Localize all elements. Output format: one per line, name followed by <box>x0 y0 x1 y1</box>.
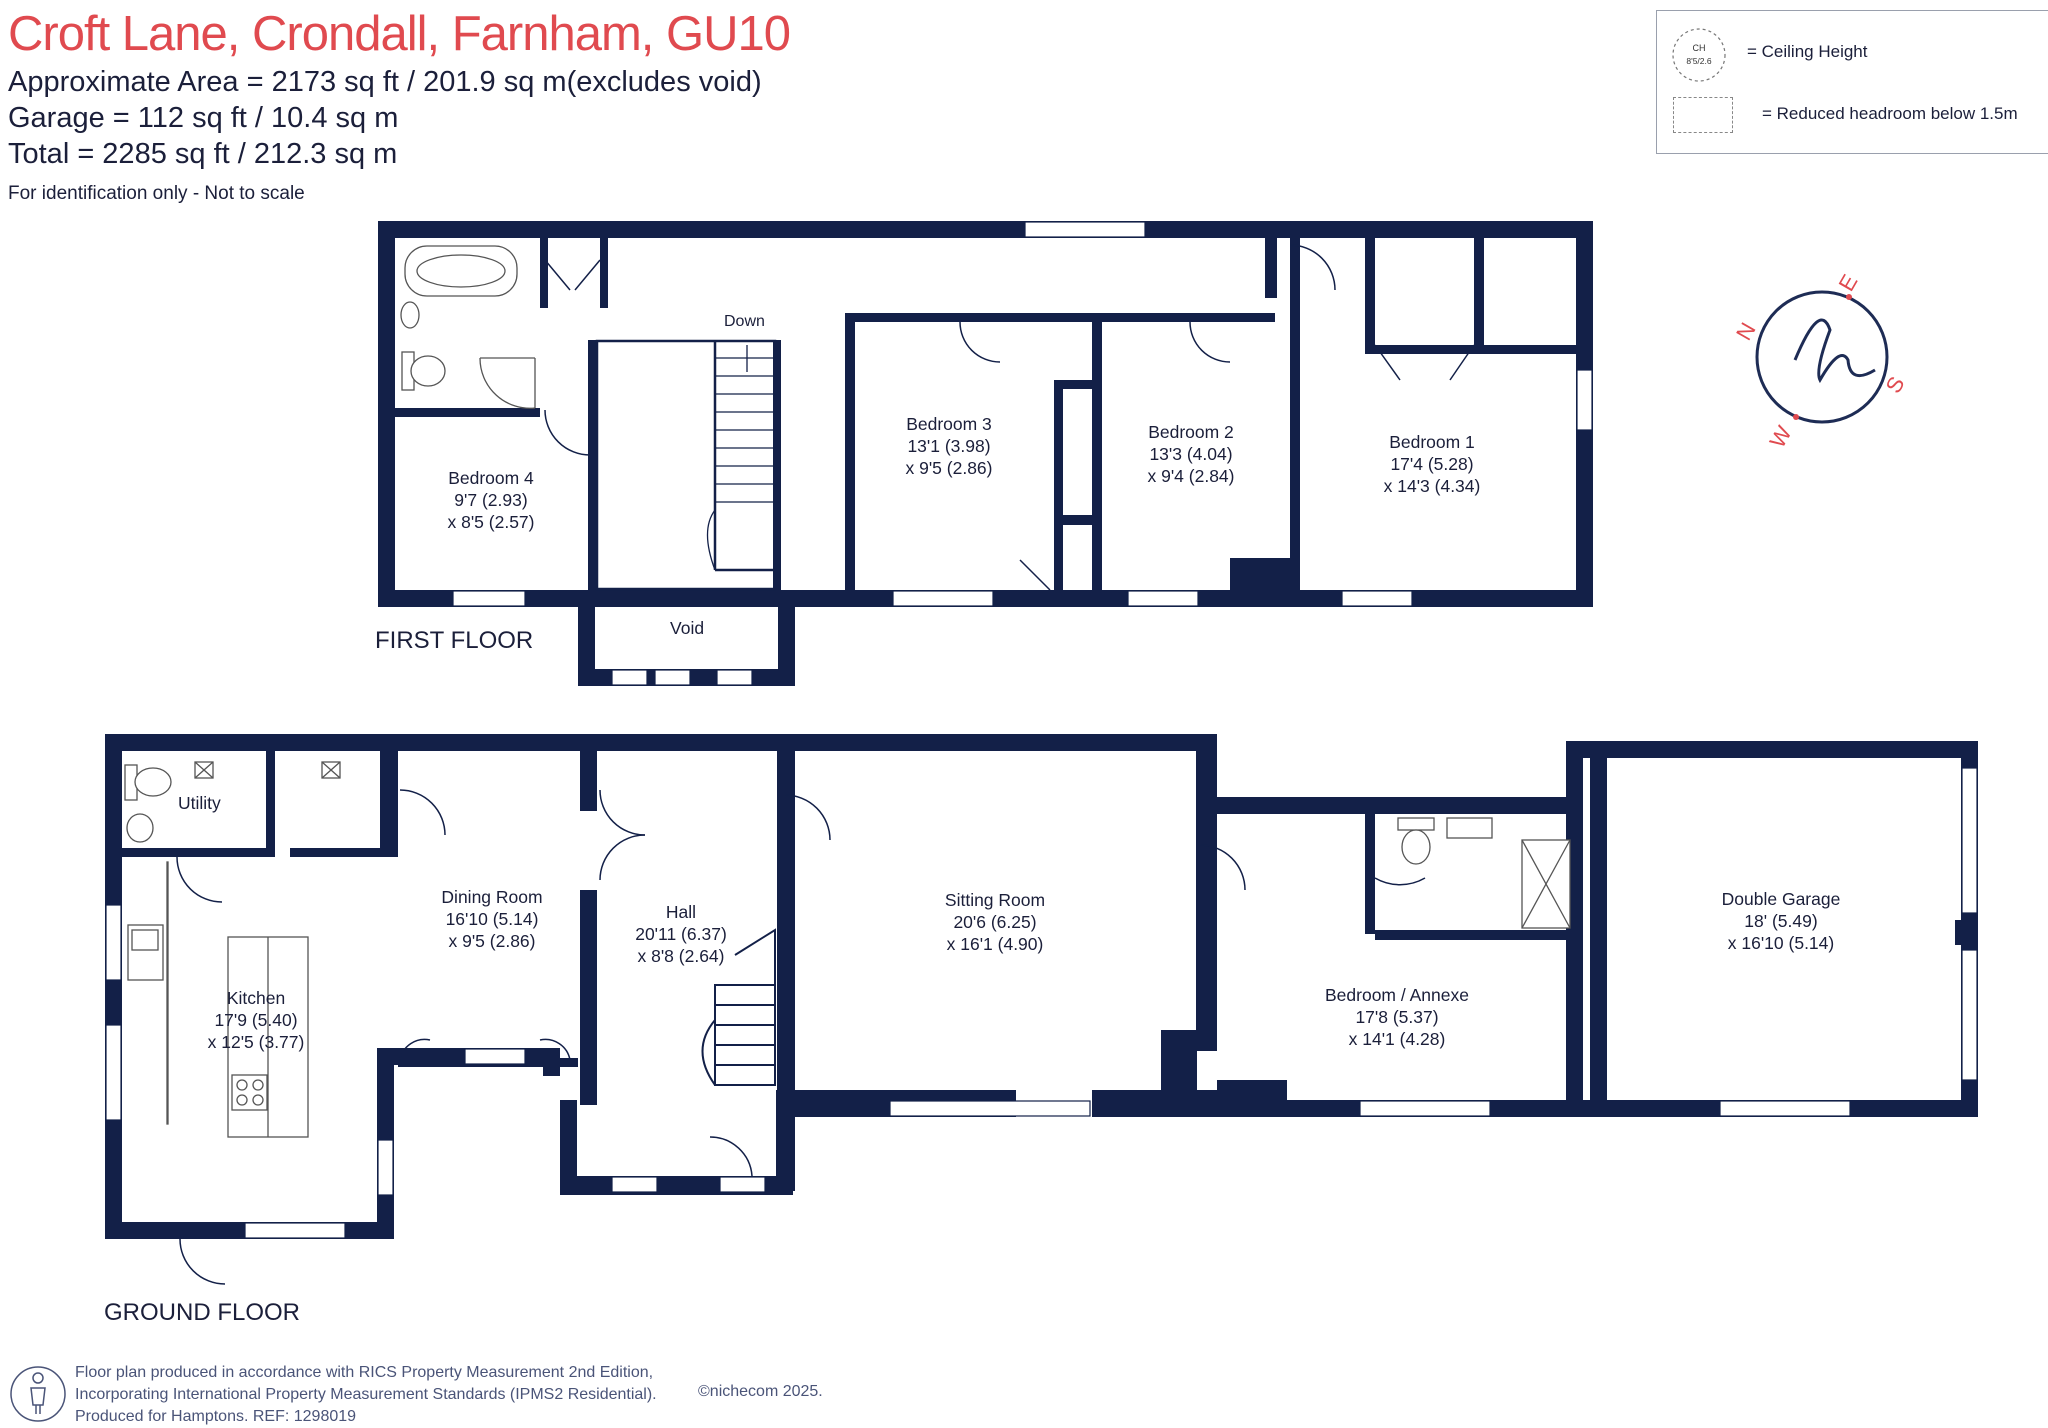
copyright: ©nichecom 2025. <box>698 1383 823 1400</box>
approx-area-line: Approximate Area = 2173 sq ft / 201.9 sq… <box>8 66 762 98</box>
room-dim1: 13'3 (4.04) <box>1149 444 1232 464</box>
room-name: Double Garage <box>1722 889 1841 909</box>
garage-area-line: Garage = 112 sq ft / 10.4 sq m <box>8 102 399 134</box>
room-dim2: x 8'5 (2.57) <box>448 512 535 532</box>
room-dim1: 16'10 (5.14) <box>446 909 539 929</box>
total-area-line: Total = 2285 sq ft / 212.3 sq m <box>8 138 398 170</box>
first-floor-doors <box>544 244 1475 591</box>
footer-line-2: Incorporating International Property Mea… <box>75 1386 657 1403</box>
room-dim1: 13'1 (3.98) <box>907 436 990 456</box>
room-bedroom4: Bedroom 4 9'7 (2.93) x 8'5 (2.57) <box>448 468 535 532</box>
room-dim2: x 9'5 (2.86) <box>449 931 536 951</box>
room-name: Bedroom 1 <box>1389 432 1475 452</box>
ensuite-fixtures <box>1397 817 1571 929</box>
room-name: Bedroom 3 <box>906 414 992 434</box>
person-icon <box>10 1366 66 1422</box>
identification-note: For identification only - Not to scale <box>8 183 305 204</box>
room-dining: Dining Room 16'10 (5.14) x 9'5 (2.86) <box>441 887 542 951</box>
stairs-down-label: Down <box>724 313 765 330</box>
room-name: Bedroom / Annexe <box>1325 985 1469 1005</box>
compass-logo-icon <box>1755 290 1889 424</box>
room-dim2: x 14'3 (4.34) <box>1384 476 1481 496</box>
room-dim2: x 9'5 (2.86) <box>906 458 993 478</box>
room-name: Bedroom 2 <box>1148 422 1234 442</box>
ground-floor-windows <box>105 767 1978 1239</box>
ground-floor-label: GROUND FLOOR <box>104 1299 300 1326</box>
void-label: Void <box>670 618 704 638</box>
room-bedroom3: Bedroom 3 13'1 (3.98) x 9'5 (2.86) <box>906 414 993 478</box>
utility-label: Utility <box>178 793 221 813</box>
bathroom-fixtures <box>400 245 536 409</box>
ceiling-height-label: = Ceiling Height <box>1747 42 1868 61</box>
room-name: Kitchen <box>227 988 285 1008</box>
room-name: Bedroom 4 <box>448 468 534 488</box>
compass-n: N <box>1731 318 1761 344</box>
first-floor-walls <box>378 221 1593 686</box>
room-name: Dining Room <box>441 887 542 907</box>
room-dim1: 17'9 (5.40) <box>214 1010 297 1030</box>
compass-s: S <box>1881 372 1910 397</box>
room-dim1: 17'4 (5.28) <box>1390 454 1473 474</box>
room-dim2: x 14'1 (4.28) <box>1349 1029 1446 1049</box>
room-dim1: 18' (5.49) <box>1744 911 1817 931</box>
room-dim2: x 12'5 (3.77) <box>208 1032 305 1052</box>
ch-badge-bottom: 8'5/2.6 <box>1686 56 1712 66</box>
legend-box: CH 8'5/2.6 = Ceiling Height = Reduced he… <box>1656 10 2048 154</box>
room-name: Hall <box>666 902 696 922</box>
ground-floor-stairs <box>701 928 776 1086</box>
ceiling-height-badge-icon: CH 8'5/2.6 <box>1672 28 1726 82</box>
page-title: Croft Lane, Crondall, Farnham, GU10 <box>8 7 791 61</box>
reduced-headroom-label: = Reduced headroom below 1.5m <box>1762 104 2018 123</box>
room-dim1: 20'6 (6.25) <box>953 912 1036 932</box>
compass-e: E <box>1834 270 1863 295</box>
room-dim2: x 9'4 (2.84) <box>1148 466 1235 486</box>
footer-text: Floor plan produced in accordance with R… <box>75 1362 657 1428</box>
room-kitchen: Kitchen 17'9 (5.40) x 12'5 (3.77) <box>208 988 305 1052</box>
footer-line-3: Produced for Hamptons. REF: 1298019 <box>75 1408 357 1425</box>
first-floor-windows <box>452 221 1593 686</box>
room-dim1: 9'7 (2.93) <box>454 490 527 510</box>
room-garage: Double Garage 18' (5.49) x 16'10 (5.14) <box>1722 889 1841 953</box>
footer-line-1: Floor plan produced in accordance with R… <box>75 1364 654 1381</box>
compass-w: W <box>1765 421 1797 452</box>
room-name: Sitting Room <box>945 890 1045 910</box>
room-sitting: Sitting Room 20'6 (6.25) x 16'1 (4.90) <box>945 890 1045 954</box>
room-dim2: x 8'8 (2.64) <box>638 946 725 966</box>
room-dim2: x 16'1 (4.90) <box>947 934 1044 954</box>
room-bedroom1: Bedroom 1 17'4 (5.28) x 14'3 (4.34) <box>1384 432 1481 496</box>
kitchen-fixtures <box>124 761 341 1138</box>
room-annexe: Bedroom / Annexe 17'8 (5.37) x 14'1 (4.2… <box>1325 985 1469 1049</box>
room-bedroom2: Bedroom 2 13'3 (4.04) x 9'4 (2.84) <box>1148 422 1235 486</box>
room-dim2: x 16'10 (5.14) <box>1728 933 1834 953</box>
room-hall: Hall 20'11 (6.37) x 8'8 (2.64) <box>635 902 727 966</box>
first-floor-stairs <box>595 339 777 591</box>
ch-badge-top: CH <box>1693 43 1706 53</box>
ground-floor-doors <box>176 789 1426 1285</box>
room-dim1: 17'8 (5.37) <box>1355 1007 1438 1027</box>
first-floor-label: FIRST FLOOR <box>375 627 533 654</box>
reduced-headroom-swatch <box>1673 97 1733 133</box>
room-dim1: 20'11 (6.37) <box>635 924 727 944</box>
